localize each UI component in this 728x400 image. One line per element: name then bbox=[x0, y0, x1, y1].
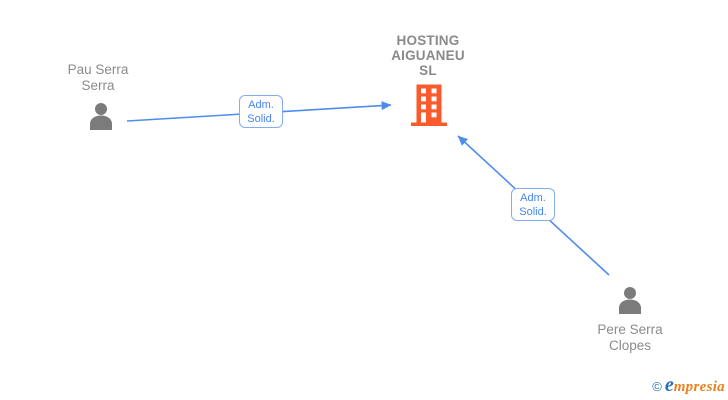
brand-initial: e bbox=[664, 374, 674, 396]
edge-label-line: Solid. bbox=[247, 112, 275, 125]
company-node-hosting-aiguaneu-sl[interactable]: HOSTING AIGUANEU SL bbox=[363, 33, 493, 78]
person-name-line: Pere Serra bbox=[597, 322, 663, 337]
company-name-line: HOSTING bbox=[396, 33, 460, 48]
person-node-pere-serra-clopes[interactable]: Pere Serra Clopes bbox=[570, 322, 690, 354]
edge-label-line: Adm. bbox=[248, 98, 274, 111]
edge-label-adm-solid-2: Adm. Solid. bbox=[511, 188, 555, 221]
company-name-line: AIGUANEU bbox=[391, 48, 465, 63]
person-name-line: Clopes bbox=[608, 338, 652, 353]
person-name-line: Pau Serra bbox=[67, 62, 129, 77]
brand-rest: mpresia bbox=[673, 379, 725, 395]
person-icon[interactable] bbox=[85, 101, 117, 132]
edge-label-line: Adm. bbox=[520, 191, 546, 204]
empresia-logo[interactable]: © empresia bbox=[652, 374, 725, 397]
copyright-icon: © bbox=[652, 379, 662, 394]
edge-label-line: Solid. bbox=[519, 205, 547, 218]
brand-wordmark: empresia bbox=[665, 374, 725, 397]
person-name-line: Serra bbox=[81, 78, 115, 93]
building-icon[interactable] bbox=[410, 84, 448, 126]
person-node-pau-serra-serra[interactable]: Pau Serra Serra bbox=[38, 62, 158, 94]
person-icon[interactable] bbox=[614, 285, 646, 316]
edge-label-adm-solid-1: Adm. Solid. bbox=[239, 95, 283, 128]
company-name-line: SL bbox=[419, 63, 437, 78]
